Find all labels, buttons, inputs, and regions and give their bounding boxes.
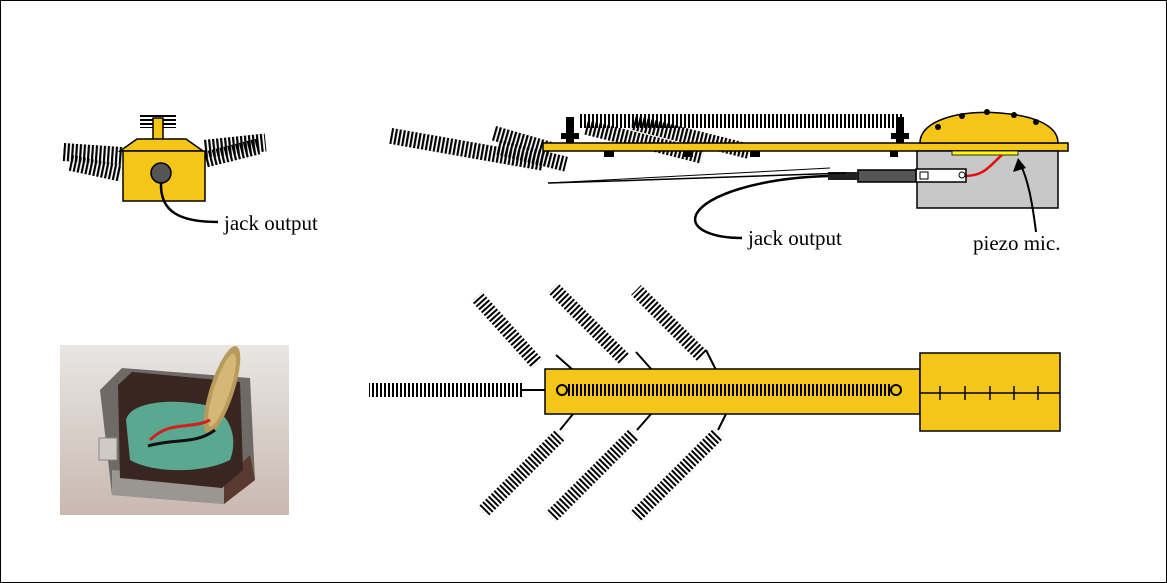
- front-jack-label: jack output: [223, 211, 318, 235]
- jack-socket-icon: [150, 162, 172, 184]
- side-spring-top: [578, 114, 903, 128]
- top-spring-inner: [568, 384, 890, 396]
- photo-of-built-device: [60, 345, 289, 515]
- top-spring-input: [369, 383, 522, 397]
- top-springs-lower: [478, 413, 727, 522]
- side-view: jack output piezo mic.: [389, 109, 1069, 255]
- top-view: [369, 283, 1061, 522]
- side-jack-cable: [693, 174, 829, 240]
- side-jack-label: jack output: [747, 226, 842, 250]
- piezo-strip: [951, 150, 1019, 156]
- side-dome: [919, 111, 1059, 144]
- piezo-wire: [964, 154, 1003, 178]
- front-spring-left: [62, 143, 124, 182]
- front-spring-right: [203, 133, 267, 168]
- piezo-label: piezo mic.: [973, 231, 1060, 255]
- side-plate: [542, 142, 1069, 152]
- front-view: jack output: [62, 114, 318, 235]
- top-springs-upper: [471, 283, 717, 371]
- front-jack-cable: [159, 182, 219, 224]
